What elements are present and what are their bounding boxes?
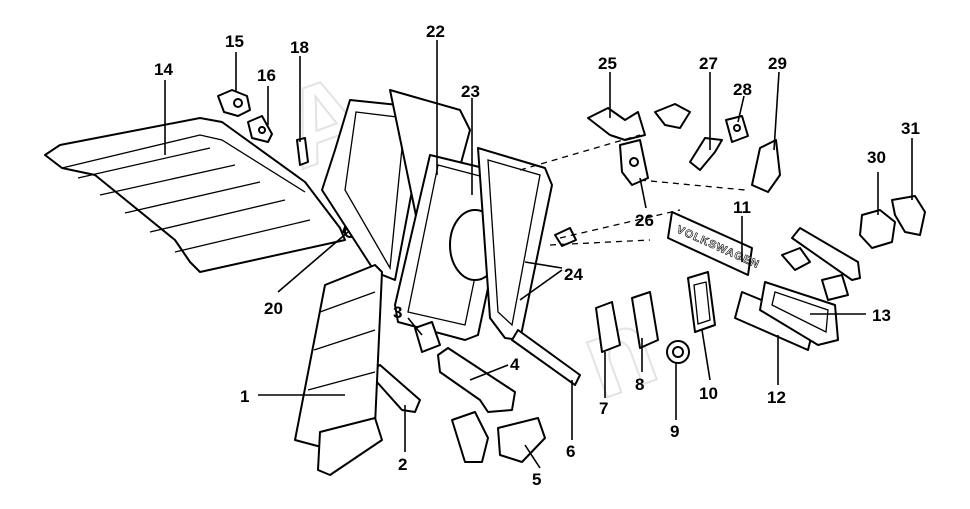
side-panel-1-part [294,264,383,476]
callout-20: 20 [264,299,283,318]
callout-30: 30 [867,148,886,167]
callout-8: 8 [635,375,644,394]
callout-26: 26 [635,211,654,230]
callout-11: 11 [733,198,751,217]
callout-13: 13 [872,306,891,325]
callout-14: 14 [154,60,173,79]
callout-labels: 1 2 3 4 5 6 7 8 9 10 11 12 13 14 15 16 1… [154,22,920,489]
callout-18: 18 [290,38,309,57]
leader-lines [164,40,913,469]
hinge-25-part [587,107,646,141]
hinge-28-part [725,115,749,143]
callout-23: 23 [461,82,480,101]
callout-16: 16 [257,66,276,85]
hinge-extra-part [654,103,691,129]
callout-25: 25 [598,54,617,73]
latch-8-part [631,291,659,349]
hinge-29-part [751,139,781,193]
callout-12: 12 [767,388,786,407]
roof-panel-part [44,117,346,273]
hinge-26-part [619,139,649,186]
block-31-part [891,195,926,236]
callout-24: 24 [564,265,583,284]
door-panel-24-part [477,147,577,341]
callout-31: 31 [901,119,920,138]
lamp-5-part [451,411,546,463]
callout-2: 2 [398,455,407,474]
pin-18-part [296,137,309,166]
svg-text:n: n [566,284,671,423]
grille-10-part [687,271,716,333]
callout-27: 27 [699,54,718,73]
badge-11-part: VOLKSWAGEN [667,211,762,276]
callout-7: 7 [599,399,608,418]
callout-28: 28 [733,80,752,99]
callout-3: 3 [393,303,402,322]
bracket-15-part [217,89,251,117]
hinge-16-part [247,115,273,143]
callout-6: 6 [566,442,575,461]
explode-lines [519,134,746,246]
callout-22: 22 [426,22,445,41]
block-30-part [859,209,896,249]
callout-5: 5 [532,470,541,489]
handle-7-part [595,301,621,353]
callout-15: 15 [225,32,244,51]
callout-29: 29 [768,54,787,73]
emblem-13-part [759,281,839,346]
block-3-part [414,321,441,353]
callout-1: 1 [240,387,249,406]
callout-9: 9 [670,422,679,441]
rail-6-part [511,329,581,386]
hinge-27-part [689,137,723,171]
regulator-4-part [437,347,516,413]
knob-9-part [666,340,690,364]
callout-4: 4 [510,355,520,374]
handle-bar-part [781,227,861,301]
callout-10: 10 [699,384,718,403]
